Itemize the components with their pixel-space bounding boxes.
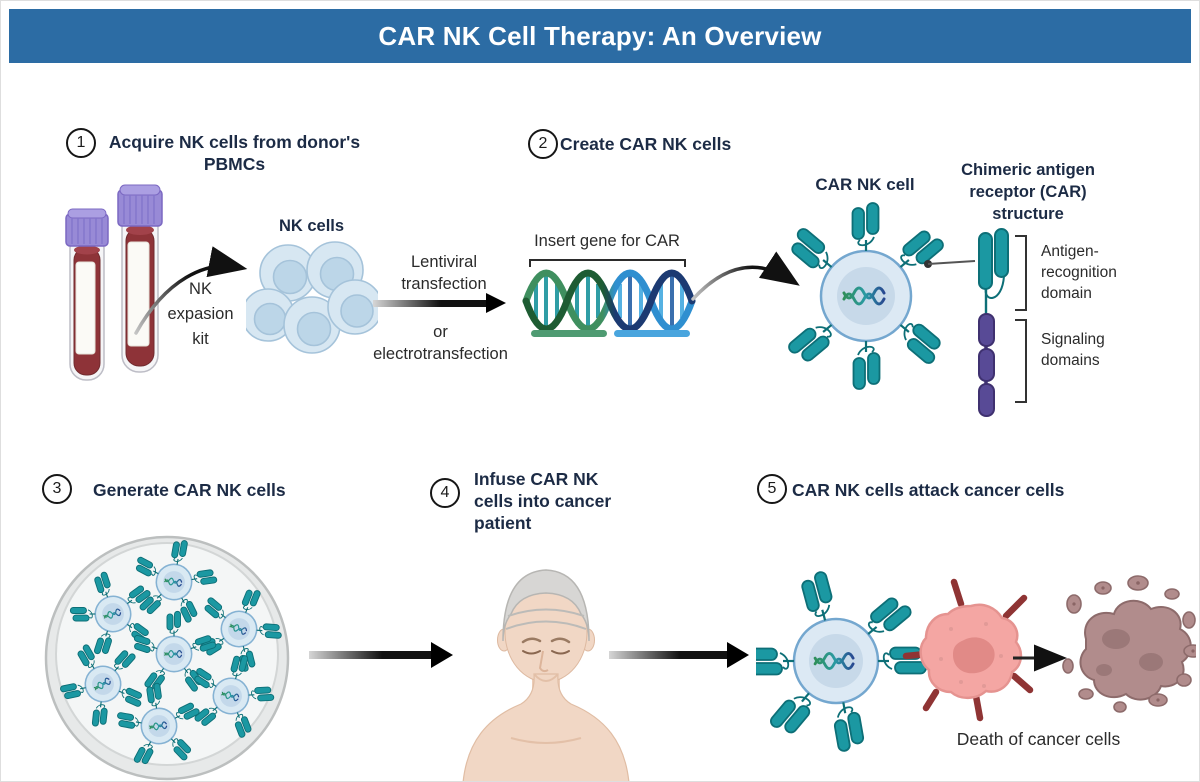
car-structure-icon (978, 228, 1009, 417)
step1-badge: 1 (66, 128, 96, 158)
step1-title: Acquire NK cells from donor's PBMCs (108, 132, 361, 174)
step3-number: 3 (52, 480, 62, 497)
step5-number: 5 (767, 480, 777, 497)
step1-number: 1 (76, 134, 86, 151)
step2-number: 2 (538, 135, 548, 152)
antigen-domain-label: Antigen- recognition domain (1041, 243, 1117, 302)
car-structure-title: Chimeric antigen receptor (CAR) structur… (961, 161, 1095, 223)
step2-title: Create CAR NK cells (560, 134, 732, 154)
step4-title: Infuse CAR NK cells into cancer patient (474, 469, 612, 533)
patient-icon (462, 569, 630, 781)
arrow-to-attack-icon (609, 642, 749, 668)
insert-gene-label: Insert gene for CAR (534, 232, 680, 250)
step5-badge: 5 (757, 474, 787, 504)
step4-number: 4 (440, 484, 450, 501)
step4-badge: 4 (430, 478, 460, 508)
step2-badge: 2 (528, 129, 558, 159)
attack-scene-icon (756, 569, 1196, 753)
gene-bar-blue (614, 330, 690, 337)
death-of-cancer-label: Death of cancer cells (956, 729, 1121, 749)
signaling-domains-label: Signaling domains (1041, 331, 1105, 369)
gene-bracket (529, 259, 686, 267)
petri-dish-icon (39, 534, 295, 781)
car-nk-cell-label: CAR NK cell (815, 175, 915, 194)
title-banner: CAR NK Cell Therapy: An Overview (9, 9, 1191, 63)
antigen-bracket (1015, 235, 1027, 311)
dna-insert-icon (522, 269, 696, 333)
electrotransfection-label: or electrotransfection (373, 323, 508, 363)
cancer-cell (902, 578, 1034, 722)
gene-bar-green (531, 330, 607, 337)
page-title: CAR NK Cell Therapy: An Overview (378, 20, 822, 51)
step3-title: Generate CAR NK cells (93, 480, 286, 500)
nk-expansion-label: NK expasion kit (167, 280, 234, 348)
nk-cells-icon (246, 241, 378, 354)
transfection-arrow-icon (373, 293, 506, 313)
dead-cancer-cell (1062, 575, 1196, 713)
car-nk-cell-icon (784, 201, 948, 391)
arrow-to-patient-icon (309, 642, 453, 668)
nk-cells-label: NK cells (278, 217, 345, 235)
step5-title: CAR NK cells attack cancer cells (792, 480, 1065, 500)
step3-badge: 3 (42, 474, 72, 504)
signaling-bracket (1015, 319, 1027, 403)
lentiviral-label: Lentiviral transfection (401, 253, 487, 293)
